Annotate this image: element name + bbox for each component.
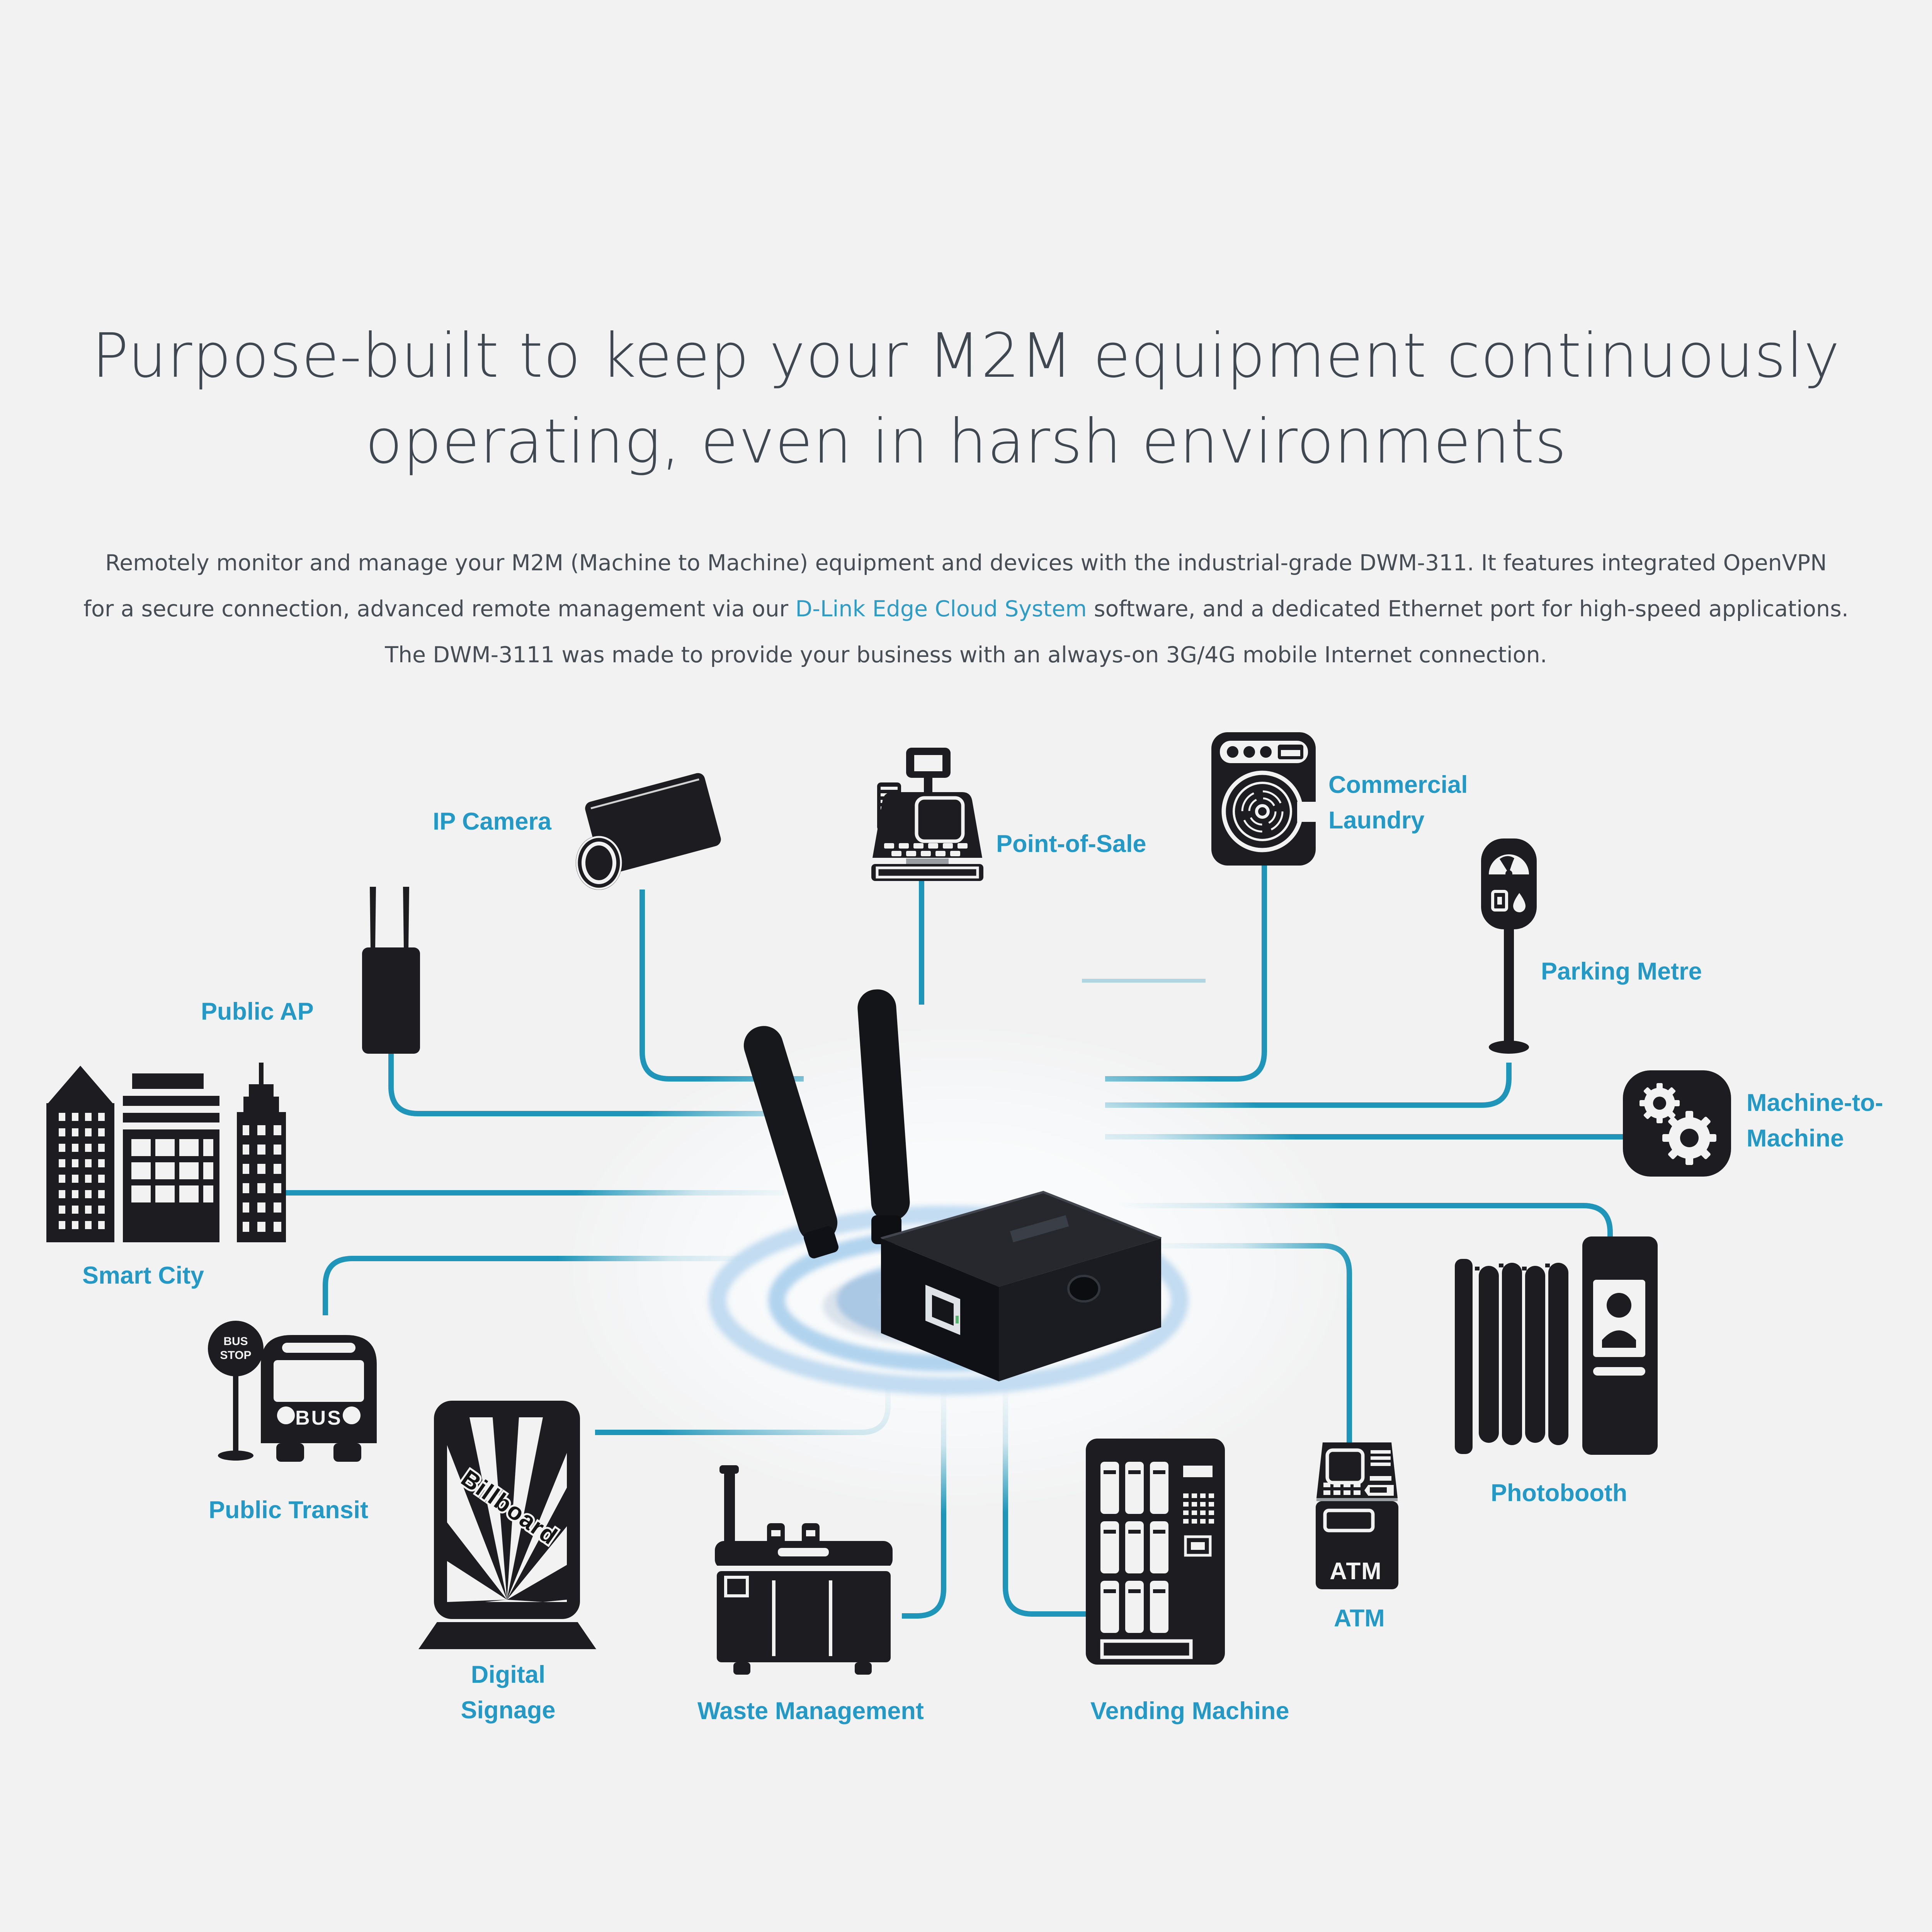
vending-machine-label: Vending Machine (1090, 1697, 1289, 1725)
line-public-transit (323, 1256, 784, 1315)
bus-stop-sign-text1: BUS (223, 1335, 248, 1348)
smart-city-icon (46, 1063, 286, 1242)
public-transit-icon: BUS STOP BUS (208, 1321, 377, 1462)
edge-cloud-link[interactable]: D-Link Edge Cloud System (795, 596, 1087, 622)
photobooth-label: Photobooth (1491, 1480, 1628, 1507)
page-title: Purpose-built to keep your M2M equipment… (0, 313, 1932, 485)
machine-to-machine-label: Machine-to- Machine (1747, 1089, 1883, 1152)
parking-metre-label: Parking Metre (1541, 958, 1702, 985)
public-transit-label: Public Transit (209, 1497, 369, 1524)
public-ap-icon (362, 887, 420, 1054)
intro-paragraph: Remotely monitor and manage your M2M (Ma… (19, 540, 1913, 678)
router-antenna-right (857, 989, 910, 1221)
photobooth-icon (1455, 1236, 1658, 1455)
intro-line2: for a secure connection, advanced remote… (83, 596, 1849, 622)
public-ap-label: Public AP (201, 998, 314, 1025)
router-antenna-left (743, 1026, 838, 1242)
line-public-ap (388, 1053, 804, 1116)
commercial-laundry-icon (1211, 732, 1316, 866)
bus-front-text: BUS (295, 1407, 342, 1429)
parking-metre-icon (1481, 838, 1537, 1054)
smart-city-label: Smart City (82, 1262, 204, 1289)
router-button (1067, 1275, 1100, 1303)
page-title-line2: operating, even in harsh environments (365, 406, 1567, 477)
line-photobooth (1105, 1203, 1613, 1242)
digital-signage-label: Digital Signage (461, 1661, 556, 1724)
point-of-sale-label: Point-of-Sale (996, 830, 1146, 857)
vending-machine-icon (1086, 1439, 1225, 1665)
commercial-laundry-label: Commercial Laundry (1328, 771, 1468, 834)
atm-body-text: ATM (1330, 1558, 1382, 1585)
intro-line1: Remotely monitor and manage your M2M (Ma… (105, 550, 1827, 576)
waste-management-icon (715, 1465, 893, 1675)
ip-camera-icon (576, 773, 721, 890)
digital-signage-icon: Billboard (418, 1401, 596, 1649)
machine-to-machine-icon (1623, 1070, 1731, 1177)
router-side-face (999, 1238, 1161, 1381)
bus-stop-sign-text2: STOP (220, 1349, 251, 1362)
ip-camera-label: IP Camera (433, 808, 552, 835)
waste-management-label: Waste Management (697, 1697, 924, 1725)
intro-line3: The DWM-3111 was made to provide your bu… (385, 642, 1547, 668)
point-of-sale-icon (871, 748, 983, 881)
page-title-line1: Purpose-built to keep your M2M equipment… (92, 320, 1840, 391)
router-device (743, 989, 1162, 1381)
atm-label: ATM (1334, 1605, 1385, 1632)
atm-icon: ATM (1316, 1442, 1398, 1589)
